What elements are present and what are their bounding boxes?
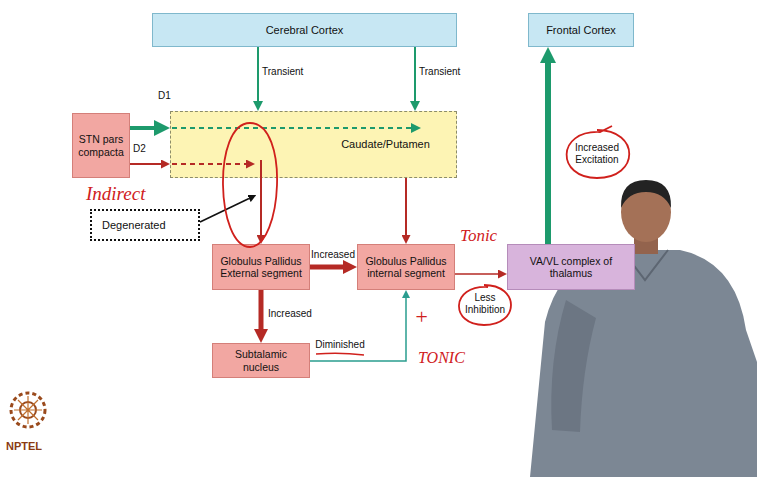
nucleus-box: Globulus Pallidus External segment [212, 244, 310, 290]
edge-label: D1 [158, 90, 171, 102]
pathway-arrow [310, 265, 343, 270]
pathway-arrow [405, 178, 407, 235]
region-box: Frontal Cortex [528, 13, 634, 47]
label-holder: D1 [158, 90, 171, 102]
pathway-arrow [545, 63, 551, 244]
label-holder: TONIC [418, 349, 465, 367]
pointer-arrow [200, 199, 249, 223]
edge-label: Diminished [315, 339, 364, 351]
label-holder: Increased [268, 308, 312, 320]
node-text: STN pars compacta [77, 133, 125, 158]
edge-label: Increased [311, 249, 355, 261]
pathway-arrow [260, 178, 262, 235]
logo-gear [11, 393, 45, 427]
label-holder: Diminished [315, 339, 364, 351]
label-holder: Transient [419, 66, 460, 78]
nucleus-box: Subtalamic nucleus [212, 343, 310, 378]
dashed-pathway [172, 163, 246, 165]
edge-label: Increased [268, 308, 312, 320]
node-text: Globulus Pallidus External segment [217, 255, 305, 280]
node-text: Cerebral Cortex [266, 24, 344, 37]
annotation-text: Less Inhibition [462, 292, 508, 315]
pathway-arrow [259, 290, 264, 329]
nucleus-box: Caudate/Putamen [170, 111, 457, 178]
hand-circle [567, 126, 630, 178]
node-text: VA/VL complex of thalamus [512, 255, 630, 280]
note-box: Degenerated [90, 209, 200, 241]
lecturer-arm [551, 300, 596, 432]
pathway-arrow [130, 126, 154, 130]
node-text: Frontal Cortex [546, 24, 616, 37]
label-holder: Increased Excitation [566, 142, 628, 165]
pathway-arrow [310, 298, 406, 361]
label-holder: Transient [262, 66, 303, 78]
node-text: Subtalamic nucleus [217, 348, 305, 373]
node-text: Caudate/Putamen [341, 138, 430, 151]
logo-spokes [14, 396, 42, 424]
pathway-line [260, 160, 262, 178]
handwritten-note: Indirect [86, 183, 145, 205]
node-text: Degenerated [102, 219, 166, 232]
lecturer-figure [530, 180, 757, 477]
hand-circle [223, 123, 277, 247]
logo-text: NPTEL [6, 440, 42, 453]
handwritten-note: Tonic [460, 226, 497, 246]
edge-label: Transient [262, 66, 303, 78]
nucleus-box: STN pars compacta [72, 113, 130, 178]
edge-label: D2 [133, 143, 146, 155]
pathway-arrow [414, 47, 416, 101]
label-holder: NPTEL [6, 440, 42, 453]
label-holder: D2 [133, 143, 146, 155]
label-holder: Tonic [460, 226, 497, 246]
nptel-logo [11, 393, 45, 427]
label-holder: Less Inhibition [462, 292, 508, 315]
hand-underline [316, 353, 364, 355]
label-holder: Increased [311, 249, 355, 261]
nucleus-box: Globulus Pallidus internal segment [357, 244, 455, 290]
handwritten-sign: + [414, 304, 429, 329]
annotation-text: Increased Excitation [566, 142, 628, 165]
lecturer-hair [621, 180, 671, 208]
label-holder: + [414, 304, 429, 329]
region-box: Cerebral Cortex [152, 13, 457, 47]
node-text: Globulus Pallidus internal segment [362, 255, 450, 280]
hand-circle [459, 285, 511, 325]
nucleus-box: VA/VL complex of thalamus [507, 244, 635, 290]
dashed-pathway [172, 127, 411, 129]
handwritten-note: TONIC [418, 349, 465, 367]
edge-label: Transient [419, 66, 460, 78]
pathway-arrow [130, 163, 161, 165]
pathway-arrow [455, 273, 498, 275]
pathway-arrow [257, 47, 259, 101]
label-holder: Indirect [86, 183, 145, 205]
